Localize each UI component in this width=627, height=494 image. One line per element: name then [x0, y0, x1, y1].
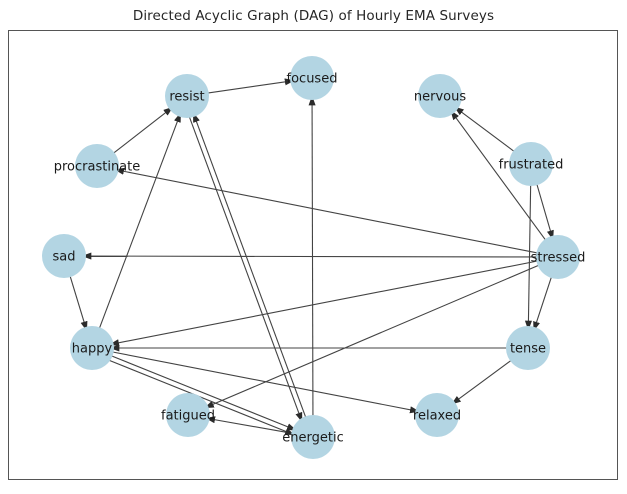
dag-node-happy[interactable]: happy [70, 326, 114, 370]
node-circle-resist[interactable] [165, 74, 209, 118]
dag-node-tense[interactable]: tense [506, 326, 550, 370]
node-circle-fatigued[interactable] [166, 393, 210, 437]
dag-edge [450, 110, 548, 243]
node-label-happy: happy [72, 342, 113, 357]
dag-node-fatigued[interactable]: fatigued [161, 393, 215, 437]
node-label-frustrated: frustrated [499, 158, 564, 173]
dag-edge [205, 78, 295, 94]
dag-edge [111, 106, 174, 155]
node-circle-procrastinate[interactable] [75, 144, 119, 188]
dag-edge [204, 263, 541, 409]
node-label-energetic: energetic [282, 431, 343, 446]
dag-edge [205, 416, 295, 435]
dag-node-nervous[interactable]: nervous [414, 74, 466, 118]
dag-edge [524, 182, 532, 331]
node-circle-stressed[interactable] [536, 235, 580, 279]
dag-edge [107, 359, 295, 436]
node-circle-nervous[interactable] [418, 74, 462, 118]
node-label-sad: sad [53, 250, 76, 265]
dag-edge [98, 112, 182, 331]
dag-edge [109, 260, 540, 347]
node-label-procrastinate: procrastinate [54, 160, 141, 175]
dag-edge [188, 115, 303, 423]
node-label-stressed: stressed [531, 251, 586, 266]
node-label-fatigued: fatigued [161, 409, 215, 424]
dag-node-frustrated[interactable]: frustrated [499, 142, 564, 186]
dag-edge [192, 112, 307, 420]
dag-node-focused[interactable]: focused [287, 56, 338, 100]
dag-node-resist[interactable]: resist [165, 74, 209, 118]
edges-layer [69, 78, 554, 436]
node-label-relaxed: relaxed [413, 409, 461, 424]
dag-edge [114, 167, 540, 254]
dag-edge [109, 354, 297, 431]
node-label-tense: tense [510, 342, 546, 357]
dag-edge [453, 106, 517, 154]
node-circle-tense[interactable] [506, 326, 550, 370]
dag-edge [533, 274, 553, 332]
dag-node-stressed[interactable]: stressed [531, 235, 586, 279]
node-circle-sad[interactable] [42, 234, 86, 278]
node-label-focused: focused [287, 72, 338, 87]
page-title: Directed Acyclic Graph (DAG) of Hourly E… [132, 8, 495, 24]
node-circle-frustrated[interactable] [509, 142, 553, 186]
dag-edge [69, 274, 88, 332]
dag-node-relaxed[interactable]: relaxed [413, 393, 461, 437]
node-label-resist: resist [169, 90, 204, 105]
node-circle-relaxed[interactable] [415, 393, 459, 437]
node-circle-energetic[interactable] [291, 415, 335, 459]
node-circle-focused[interactable] [290, 56, 334, 100]
dag-edge [451, 358, 514, 405]
nodes-layer: focused resist nervous procrastinate frustra… [42, 56, 585, 459]
node-circle-happy[interactable] [70, 326, 114, 370]
dag-node-energetic[interactable]: energetic [282, 415, 344, 459]
node-label-nervous: nervous [414, 90, 466, 105]
dag-edge [535, 182, 554, 241]
dag-node-procrastinate[interactable]: procrastinate [54, 144, 141, 188]
dag-node-sad[interactable]: sad [42, 234, 86, 278]
dag-edge [81, 252, 540, 260]
